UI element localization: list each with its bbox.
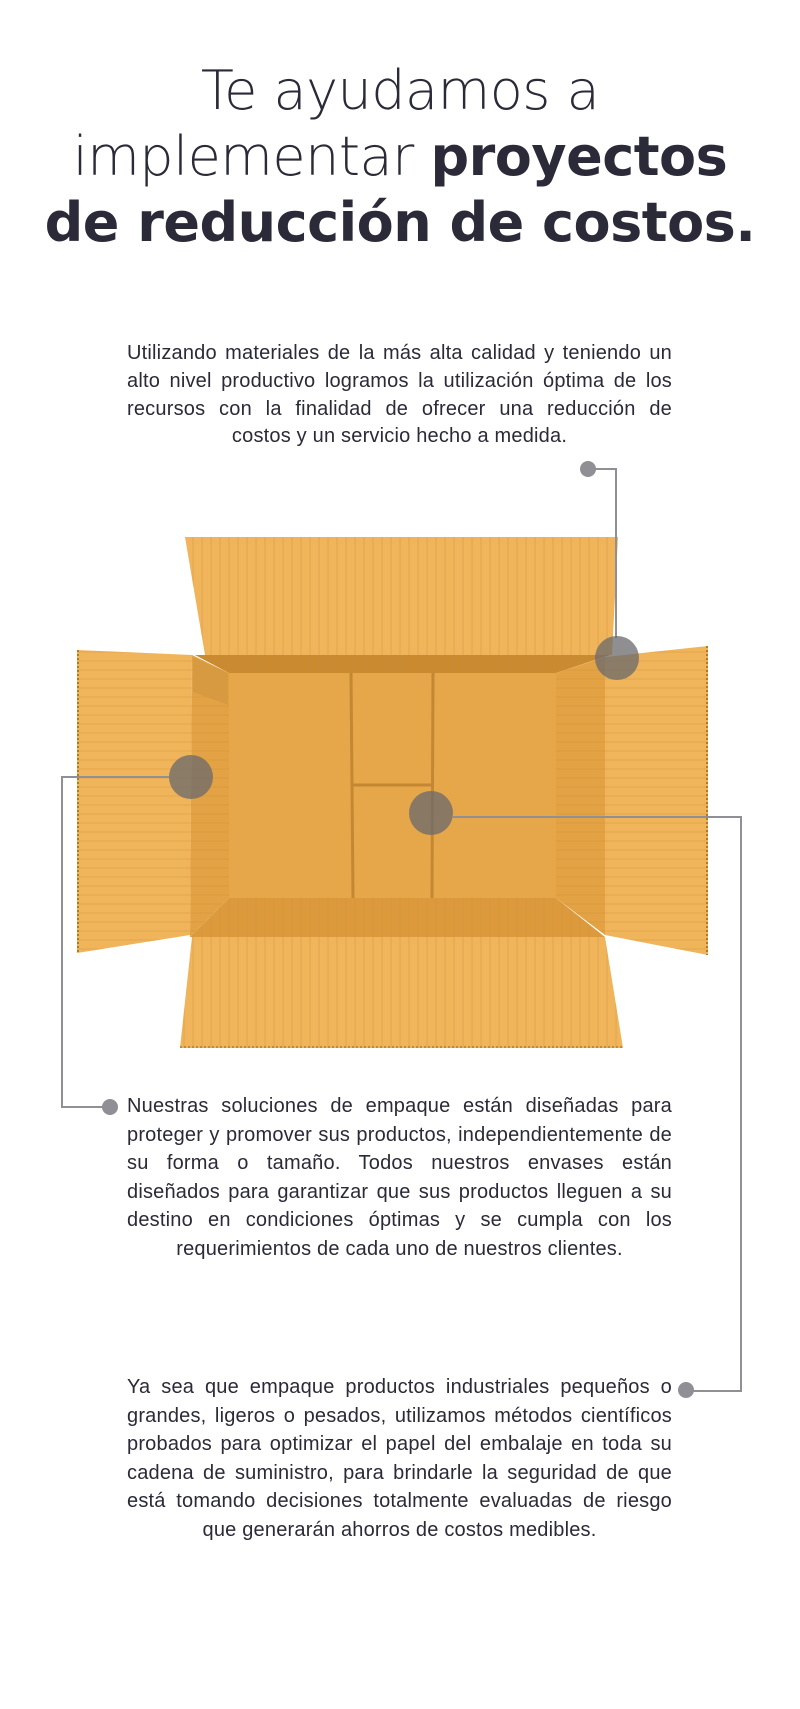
heading-line-2-bold: proyectos	[430, 125, 728, 188]
connector-line-p2-v	[61, 776, 63, 1107]
connector-dot-p2	[102, 1099, 118, 1115]
connector-line-p1-h	[588, 468, 617, 470]
hotspot-top-right-corner[interactable]	[595, 636, 639, 680]
hotspot-left-wall[interactable]	[169, 755, 213, 799]
connector-line-p2-h-top	[61, 776, 169, 778]
page-heading: Te ayudamos a implementar proyectos de r…	[0, 58, 800, 256]
cardboard-box-image	[77, 537, 708, 1048]
paragraph-packaging-solutions: Nuestras soluciones de empaque están dis…	[127, 1095, 672, 1260]
connector-line-p1-v	[615, 468, 617, 638]
connector-dot-p3	[678, 1382, 694, 1398]
paragraph-scientific-methods: Ya sea que empaque productos industriale…	[127, 1376, 672, 1541]
heading-line-1: Te ayudamos a	[200, 59, 600, 122]
heading-line-2-light: implementar	[72, 125, 431, 188]
connector-line-p3-h-bottom	[686, 1390, 742, 1392]
hotspot-center-floor[interactable]	[409, 791, 453, 835]
connector-line-p3-v	[740, 816, 742, 1391]
heading-line-3-bold: de reducción de costos.	[44, 191, 756, 254]
connector-line-p2-h-bottom	[61, 1106, 109, 1108]
connector-line-p3-h-top	[453, 816, 742, 818]
paragraph-quality-materials: Utilizando materiales de la más alta cal…	[127, 342, 672, 448]
